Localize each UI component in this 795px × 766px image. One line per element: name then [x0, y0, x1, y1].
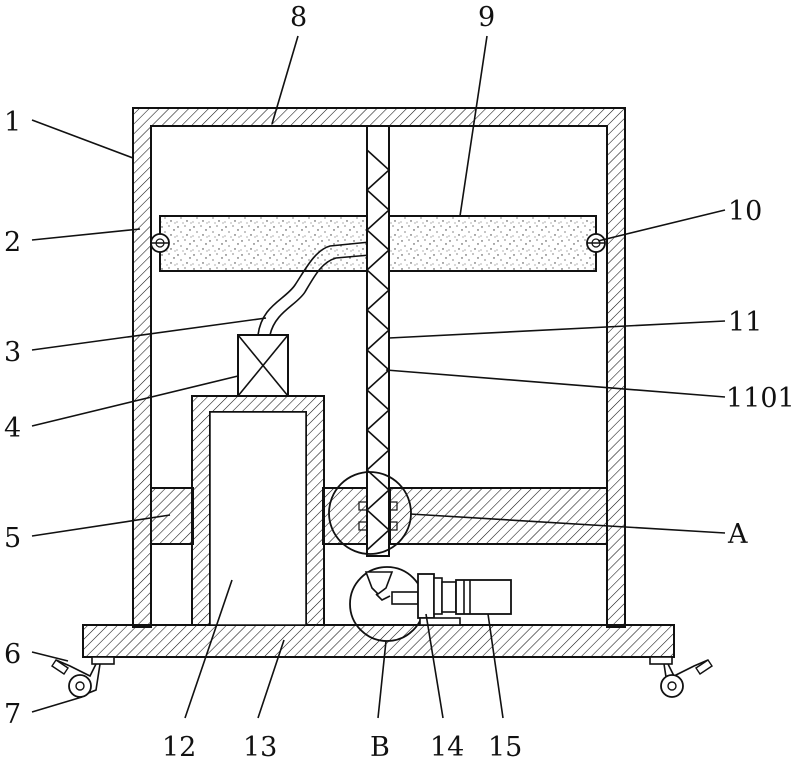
label-9: 9: [478, 2, 495, 33]
label-8: 8: [290, 2, 307, 33]
label-7: 7: [4, 699, 21, 730]
water-tank: [192, 396, 324, 625]
label-13: 13: [243, 732, 277, 763]
label-3: 3: [4, 337, 21, 368]
caster-left: [52, 657, 114, 697]
label-1101: 1101: [726, 383, 795, 414]
motor: [442, 580, 511, 614]
valve-box: [238, 335, 288, 396]
label-5: 5: [4, 523, 21, 554]
label-10: 10: [728, 196, 762, 227]
base-plate: [83, 625, 674, 657]
label-1: 1: [4, 107, 21, 138]
caster-right: [650, 657, 712, 697]
label-b: B: [370, 732, 390, 763]
label-a: A: [727, 519, 748, 550]
label-14: 14: [430, 732, 464, 763]
label-11: 11: [728, 307, 762, 338]
label-6: 6: [4, 639, 21, 670]
label-2: 2: [4, 227, 21, 258]
guide-roller-right: [587, 234, 605, 252]
label-4: 4: [4, 413, 21, 444]
guide-roller-left: [151, 234, 169, 252]
label-15: 15: [488, 732, 522, 763]
label-12: 12: [162, 732, 196, 763]
screw-rod: [367, 126, 389, 556]
